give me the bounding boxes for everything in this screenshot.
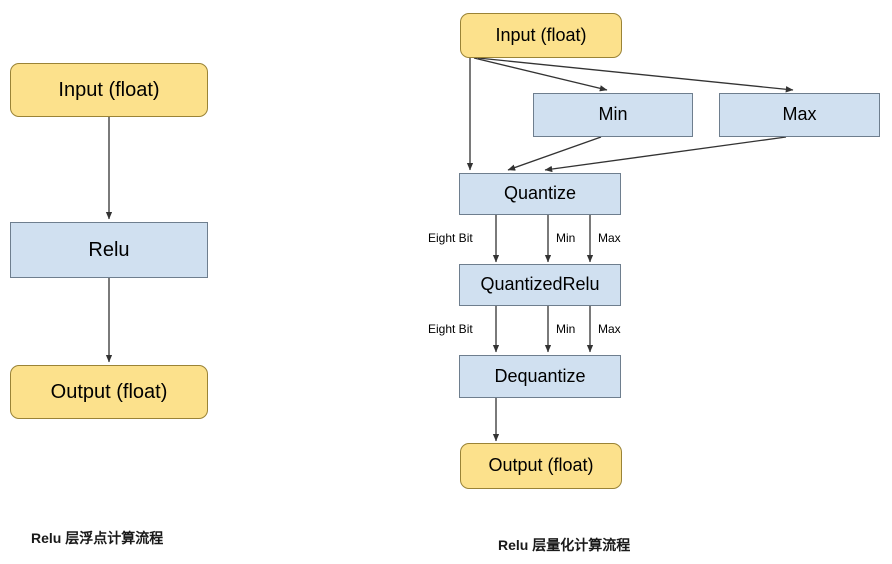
edge-label-qrelu-min: Min xyxy=(556,322,576,336)
arrow-input-to-min xyxy=(473,57,608,92)
node-label: Relu xyxy=(88,239,130,261)
node-max[interactable]: Max xyxy=(719,93,880,137)
node-label: Min xyxy=(598,104,628,125)
node-left-input[interactable]: Input (float) xyxy=(10,63,208,117)
node-left-relu[interactable]: Relu xyxy=(10,222,208,278)
node-quantizedrelu[interactable]: QuantizedRelu xyxy=(459,264,621,306)
node-right-input[interactable]: Input (float) xyxy=(460,13,622,58)
arrow-min-to-quantize xyxy=(507,136,602,171)
node-label: Output (float) xyxy=(488,455,594,476)
node-label: Quantize xyxy=(503,183,577,204)
edge-label-quantize-max: Max xyxy=(598,231,621,245)
node-label: Max xyxy=(782,104,817,125)
node-left-output[interactable]: Output (float) xyxy=(10,365,208,419)
edge-label-qrelu-eight-bit: Eight Bit xyxy=(428,322,473,336)
node-label: Dequantize xyxy=(494,365,586,386)
node-label: Output (float) xyxy=(50,381,168,403)
node-quantize[interactable]: Quantize xyxy=(459,173,621,215)
node-right-output[interactable]: Output (float) xyxy=(460,443,622,489)
node-label: Input (float) xyxy=(58,79,160,101)
arrow-input-to-max xyxy=(477,57,794,93)
edge-label-quantize-eight-bit: Eight Bit xyxy=(428,231,473,245)
arrow-max-to-quantize xyxy=(544,136,787,173)
node-label: QuantizedRelu xyxy=(480,274,600,295)
edge-label-quantize-min: Min xyxy=(556,231,576,245)
node-dequantize[interactable]: Dequantize xyxy=(459,355,621,398)
node-min[interactable]: Min xyxy=(533,93,693,137)
node-label: Input (float) xyxy=(495,24,587,45)
caption-left-flow: Relu 层浮点计算流程 xyxy=(31,530,164,546)
caption-right-flow: Relu 层量化计算流程 xyxy=(498,537,631,553)
edge-label-qrelu-max: Max xyxy=(598,322,621,336)
